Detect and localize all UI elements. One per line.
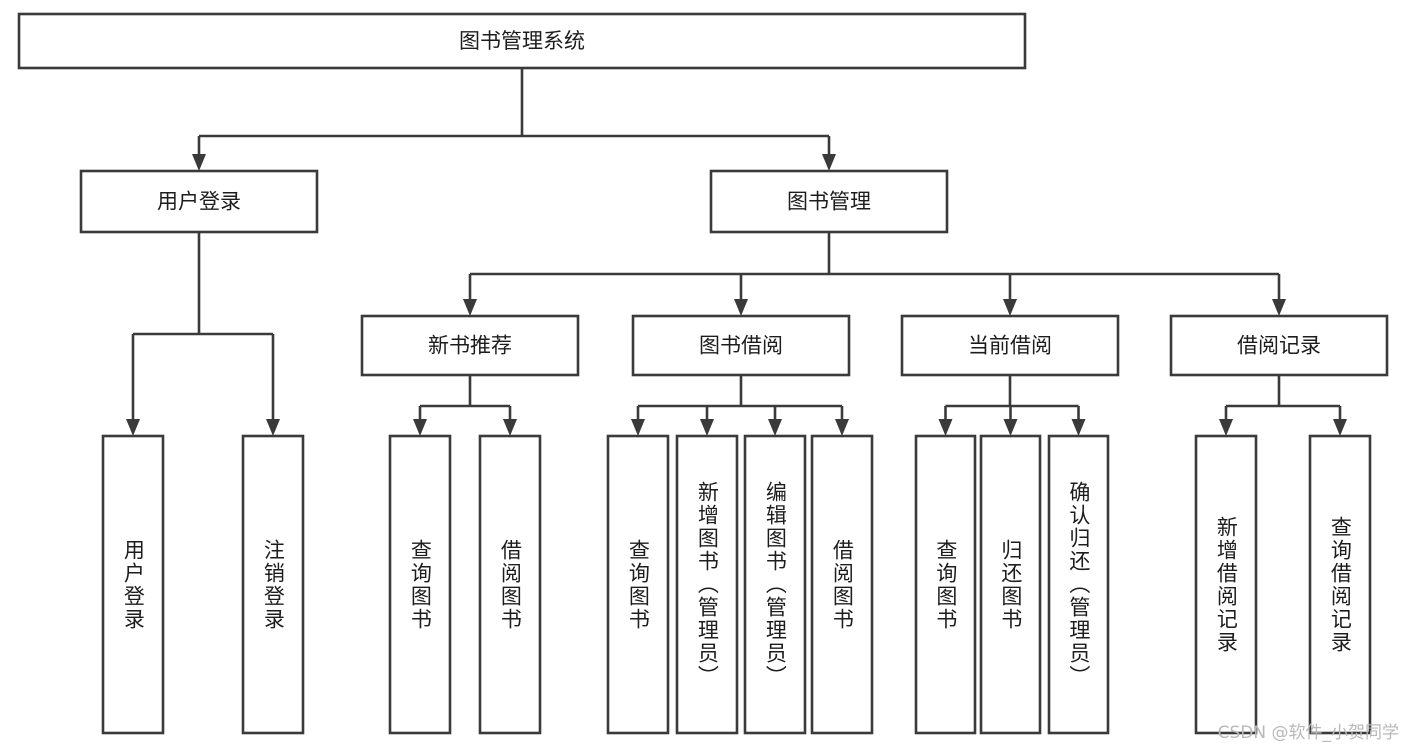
connector-arrowhead [1003,419,1018,436]
node-current-borrow[interactable]: 当前借阅 [900,314,1120,377]
node-current-borrow-rect[interactable] [900,314,1120,377]
node-user-login[interactable]: 用户登录 [79,169,319,234]
connector-arrowhead [700,419,714,436]
node-root-rect[interactable] [17,12,1027,70]
connector-arrowhead [631,419,645,436]
connector-arrowhead [192,154,206,171]
connector-arrowhead [1219,419,1233,436]
connector-arrowhead [835,419,849,436]
leaf-node-group [101,434,1372,735]
watermark-text: CSDN @软件_小贺同学 [1217,723,1399,743]
connector-arrowhead [413,419,427,436]
node-root[interactable]: 图书管理系统 [17,12,1027,70]
leaf-node-rect[interactable] [810,434,874,735]
node-book-borrow[interactable]: 图书借阅 [631,314,851,377]
node-user-login-rect[interactable] [79,169,319,234]
connector-arrowhead [463,299,477,316]
node-new-book-recommend[interactable]: 新书推荐 [360,314,580,377]
node-current-borrow-label: 当前借阅 [968,334,1052,358]
node-root-label: 图书管理系统 [459,29,585,53]
connector-arrowhead [938,419,953,436]
node-book-management-label: 图书管理 [787,190,871,214]
connector-arrowhead [1272,299,1286,316]
leaf-node-rect[interactable] [1047,434,1110,735]
node-new-book-recommend-rect[interactable] [360,314,580,377]
connector-arrowhead [266,419,280,436]
leaf-node-rect[interactable] [743,434,807,735]
leaf-node-rect[interactable] [979,434,1042,735]
node-borrow-records-label: 借阅记录 [1237,334,1321,358]
connector-arrowhead [822,154,836,171]
connector-arrowhead [1003,299,1017,316]
connector-arrowhead [1071,419,1086,436]
leaf-node-rect[interactable] [241,434,305,735]
leaf-node-rect[interactable] [388,434,452,735]
connector-arrowhead [734,299,748,316]
leaf-node-rect[interactable] [1194,434,1258,735]
connector-arrowhead [768,419,782,436]
connector-arrowhead [126,419,140,436]
leaf-node-rect[interactable] [606,434,670,735]
leaf-node-rect[interactable] [1308,434,1372,735]
connector-group [126,68,1347,436]
node-user-login-label: 用户登录 [157,190,241,214]
connector-arrowhead [1333,419,1347,436]
leaf-node-rect[interactable] [478,434,542,735]
node-new-book-recommend-label: 新书推荐 [428,334,512,358]
node-borrow-records[interactable]: 借阅记录 [1169,314,1389,377]
connector-arrowhead [503,419,517,436]
leaf-node-rect[interactable] [914,434,977,735]
node-book-borrow-label: 图书借阅 [699,334,783,358]
node-book-management[interactable]: 图书管理 [709,169,949,234]
leaf-node-rect[interactable] [101,434,165,735]
leaf-node-rect[interactable] [675,434,739,735]
